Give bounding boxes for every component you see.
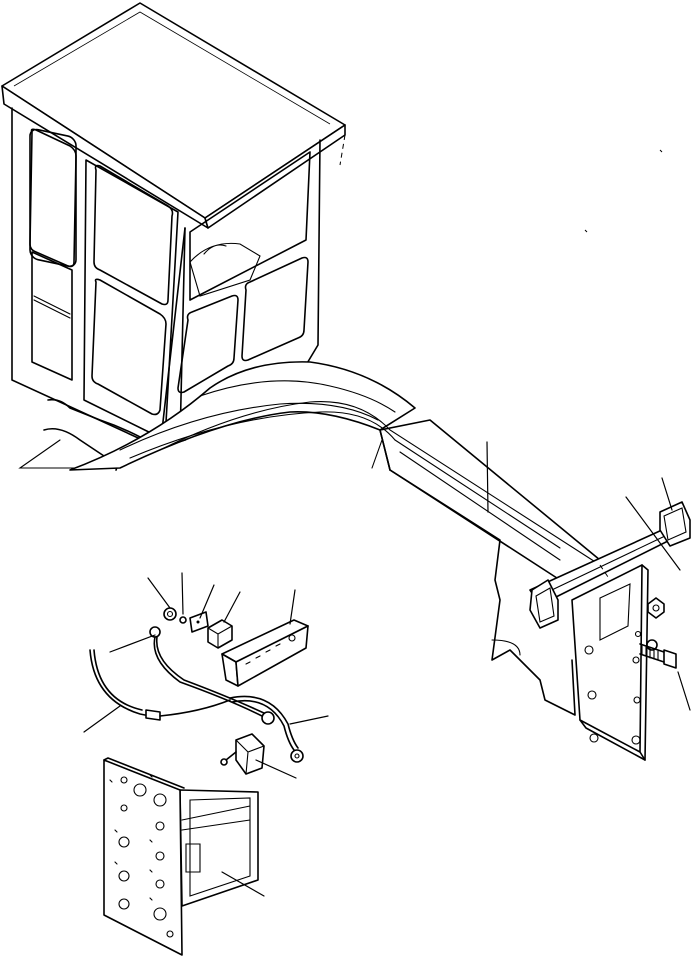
- wiring-harness: [90, 627, 274, 724]
- callout-leaders: [84, 135, 690, 896]
- relay-bracket: [222, 620, 308, 686]
- clip: [180, 612, 208, 632]
- frame-harness-route: [160, 402, 600, 565]
- leader-main-frame: [487, 442, 488, 512]
- panel-face: [104, 760, 182, 955]
- bolt: [640, 640, 676, 668]
- frame-beam: [380, 420, 600, 580]
- panel-box-side: [180, 790, 258, 906]
- leader-relay-bracket: [290, 590, 295, 624]
- leader-relay: [224, 592, 240, 622]
- nut: [648, 598, 664, 618]
- leader-harness: [110, 635, 155, 652]
- cab-seat: [190, 243, 260, 296]
- cab-roof: [2, 3, 345, 218]
- relay: [208, 620, 232, 648]
- washer: [164, 608, 176, 620]
- cab-front-window-upper: [30, 128, 76, 268]
- leader-bolt: [678, 672, 690, 710]
- leader-clip: [200, 585, 214, 618]
- cab-front-window-left: [30, 129, 76, 266]
- leader-work-lamp: [662, 478, 672, 510]
- cab-door-window-lower: [92, 279, 166, 414]
- operator-cab: [2, 3, 345, 470]
- leader-nut: [148, 578, 170, 608]
- leader-ground-cable: [290, 716, 328, 724]
- switch-panel: [104, 758, 258, 955]
- leader-switch-panel: [222, 872, 264, 896]
- work-lamp-right: [660, 502, 690, 546]
- cab-side-window-1: [190, 152, 310, 300]
- cab-side-window-3: [242, 258, 308, 361]
- cab-side-window-2: [178, 296, 238, 393]
- leader-toggle-switch: [256, 760, 296, 778]
- main-frame: [70, 362, 600, 715]
- leader-washer: [182, 573, 183, 614]
- cab-door-window-upper: [94, 166, 173, 305]
- leader-lamp-bracket: [626, 497, 680, 570]
- panel-switch-holes: [119, 777, 173, 937]
- leader-harness-2: [84, 706, 120, 732]
- front-lamp-bracket: [530, 530, 670, 760]
- work-lamp-left: [530, 580, 558, 628]
- toggle-switch: [221, 734, 264, 774]
- ground-cable: [230, 696, 303, 762]
- frame-lower-body: [390, 470, 575, 715]
